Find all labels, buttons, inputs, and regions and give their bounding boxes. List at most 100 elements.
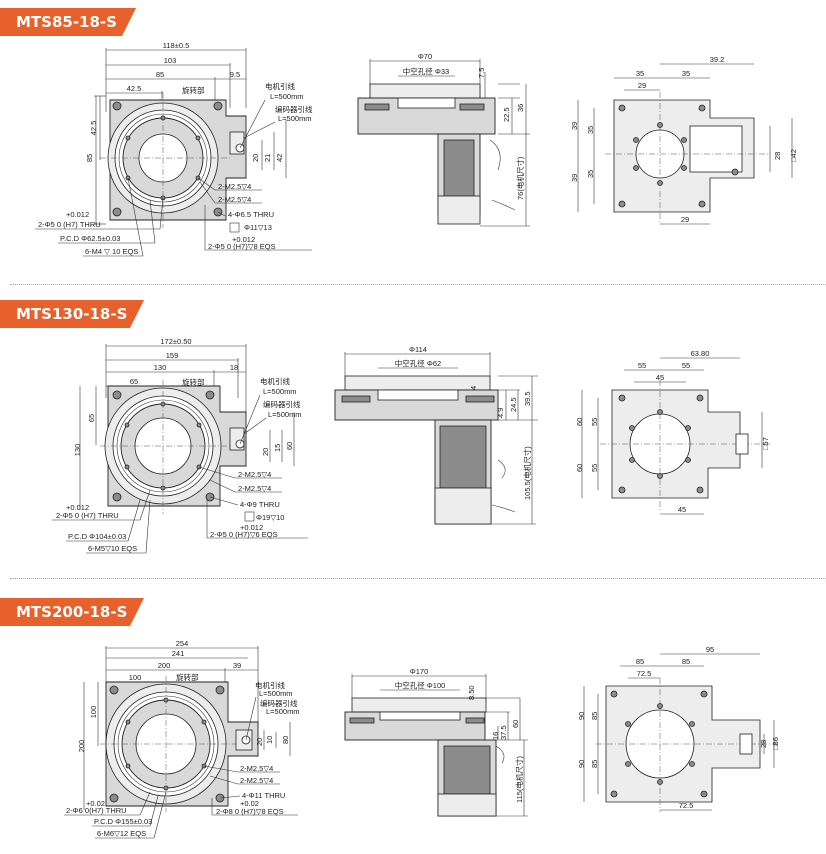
rotary-part-label: 旋转部 [182, 85, 205, 95]
dim-w4: 29 [638, 81, 646, 90]
left-pin-tol: +0.012 [66, 210, 89, 219]
dim-square: □86 [771, 737, 780, 750]
top-view: 118±0.5 103 85 42.5 9.5 85 42.5 [35, 41, 313, 257]
dim-h1: 60 [575, 418, 584, 426]
dim-20: 20 [255, 738, 264, 746]
dim-overall-width: 254 [176, 639, 189, 648]
dim-7-5: 7.5 [477, 68, 486, 78]
dim-20: 20 [251, 154, 260, 162]
model-tag: MTS85-18-S [0, 8, 136, 36]
dim-42: 80 [281, 736, 290, 744]
motor-lead-label: 电机引线 [265, 81, 295, 91]
left-pin-callout: 2-Φ6 0(H7) THRU [66, 806, 127, 815]
callout-thru: 4-Φ11 THRU [242, 791, 285, 800]
dim-w4: 72.5 [637, 669, 652, 678]
callout-pin: 2-Φ5 0 (H7)▽8 EQS [208, 242, 276, 251]
dim-w4: 45 [656, 373, 664, 382]
dim-square: □57 [761, 437, 770, 450]
pcd-callout: P.C.D Φ155±0.03 [94, 817, 152, 826]
hollow-diameter: 中空孔径 Φ33 [403, 66, 449, 76]
separator [10, 284, 826, 285]
dim-w1: 63.80 [691, 349, 710, 358]
motor-length: 105.5(电机尺寸) [522, 446, 532, 500]
dim-diameter: Φ70 [418, 52, 432, 61]
callout-pin-tol: +0.012 [240, 523, 263, 532]
left-pin-callout: 2-Φ5 0 (H7) THRU [38, 220, 101, 229]
top-view: 254 241 200 100 39 200 100 [64, 639, 300, 839]
dim-21: 15 [273, 444, 282, 452]
drawing-mts200: 254 241 200 100 39 200 100 [64, 639, 780, 839]
dim-diameter: Φ114 [409, 345, 427, 354]
hollow-diameter: 中空孔径 Φ62 [395, 358, 441, 368]
encoder-lead-label: 编码器引线 [260, 698, 298, 708]
callout-pin: 2-Φ5 0 (H7)▽6 EQS [210, 530, 278, 539]
dim-20: 20 [261, 448, 270, 456]
dim-h4: 85 [590, 760, 599, 768]
callout-counterbore: Φ11▽13 [244, 223, 272, 232]
dim-28: 28 [773, 152, 782, 160]
dim-height: 200 [77, 740, 86, 753]
dim-width-inner: 85 [156, 70, 164, 79]
dim-w2: 35 [636, 69, 644, 78]
thread-callout: 6-M6▽12 EQS [97, 829, 146, 838]
callout-pin: 2-Φ8 0 (H7)▽8 EQS [216, 807, 284, 816]
rotary-part-label: 旋转部 [176, 672, 199, 682]
dim-square: □42 [789, 149, 798, 162]
dim-21: 10 [265, 736, 274, 744]
model-tag: MTS200-18-S [0, 598, 144, 626]
dim-h3: 35 [586, 126, 595, 134]
drawing-mts130: 172±0.50 159 130 65 18 130 65 [52, 337, 770, 554]
bottom-view: 63.80 55 55 45 60 60 55 55 □57 45 [575, 349, 770, 515]
dim-half-height: 65 [87, 414, 96, 422]
hollow-diameter: 中空孔径 Φ100 [395, 680, 446, 690]
dim-42: 42 [275, 154, 284, 162]
dim-7-5: 4 [469, 386, 478, 390]
dim-overall-width: 172±0.50 [160, 337, 191, 346]
section-mts85: MTS85-18-S 118±0.5 103 85 42.5 9.5 85 42… [0, 0, 826, 290]
dim-w1: 39.2 [710, 55, 725, 64]
motor-lead-length: L=500mm [259, 689, 293, 698]
dim-offset: 18 [230, 363, 238, 372]
side-view: Φ170 中空孔径 Φ100 8.50 16 37.5 60 115(电机尺寸) [344, 667, 528, 817]
encoder-lead-label: 编码器引线 [275, 104, 313, 114]
callout-thru: 4-Φ9 THRU [240, 500, 280, 509]
dim-width: 159 [166, 351, 179, 360]
pcd-callout: P.C.D Φ104±0.03 [68, 532, 126, 541]
rotary-part-label: 旋转部 [182, 377, 205, 387]
dim-height: 85 [85, 154, 94, 162]
dim-w3: 35 [682, 69, 690, 78]
dim-h3: 55 [590, 418, 599, 426]
encoder-lead-length: L=500mm [278, 114, 312, 123]
dim-half-height: 100 [89, 706, 98, 719]
dim-22-5: 24.5 [509, 397, 518, 412]
side-view: Φ114 中空孔径 Φ62 4 4.9 24.5 39.5 105.5(电机尺寸… [334, 345, 538, 525]
thread-callout: 6-M5▽10 EQS [88, 544, 137, 553]
bottom-view: 95 85 85 72.5 90 90 85 85 28 □86 [577, 645, 780, 812]
left-pin-callout: 2-Φ5 0 (H7) THRU [56, 511, 119, 520]
dim-bottom: 72.5 [679, 801, 694, 810]
callout-m25-b: 2-M2.5▽4 [238, 484, 271, 493]
dim-offset: 39 [233, 661, 241, 670]
dim-h1: 90 [577, 712, 586, 720]
dim-w1: 95 [706, 645, 714, 654]
callout-m25-b: 2-M2.5▽4 [218, 195, 251, 204]
encoder-lead-length: L=500mm [266, 707, 300, 716]
dim-h2: 90 [577, 760, 586, 768]
dim-4-9: 16 [491, 732, 500, 740]
dim-22-5: 37.5 [499, 725, 508, 740]
dim-4-9: 4.9 [496, 408, 505, 418]
callout-m25-b: 2-M2.5▽4 [240, 776, 273, 785]
dim-bottom: 45 [678, 505, 686, 514]
dim-21: 21 [263, 154, 272, 162]
dim-w3: 85 [682, 657, 690, 666]
dim-offset: 9.5 [230, 70, 240, 79]
dim-w3: 55 [682, 361, 690, 370]
pcd-callout: P.C.D Φ62.5±0.03 [60, 234, 120, 243]
dim-h2: 39 [570, 174, 579, 182]
dim-w2: 55 [638, 361, 646, 370]
dim-22-5: 22.5 [502, 107, 511, 122]
motor-lead-length: L=500mm [270, 92, 304, 101]
dim-diameter: Φ170 [410, 667, 429, 676]
dim-overall-width: 118±0.5 [163, 41, 190, 50]
separator [10, 578, 826, 579]
